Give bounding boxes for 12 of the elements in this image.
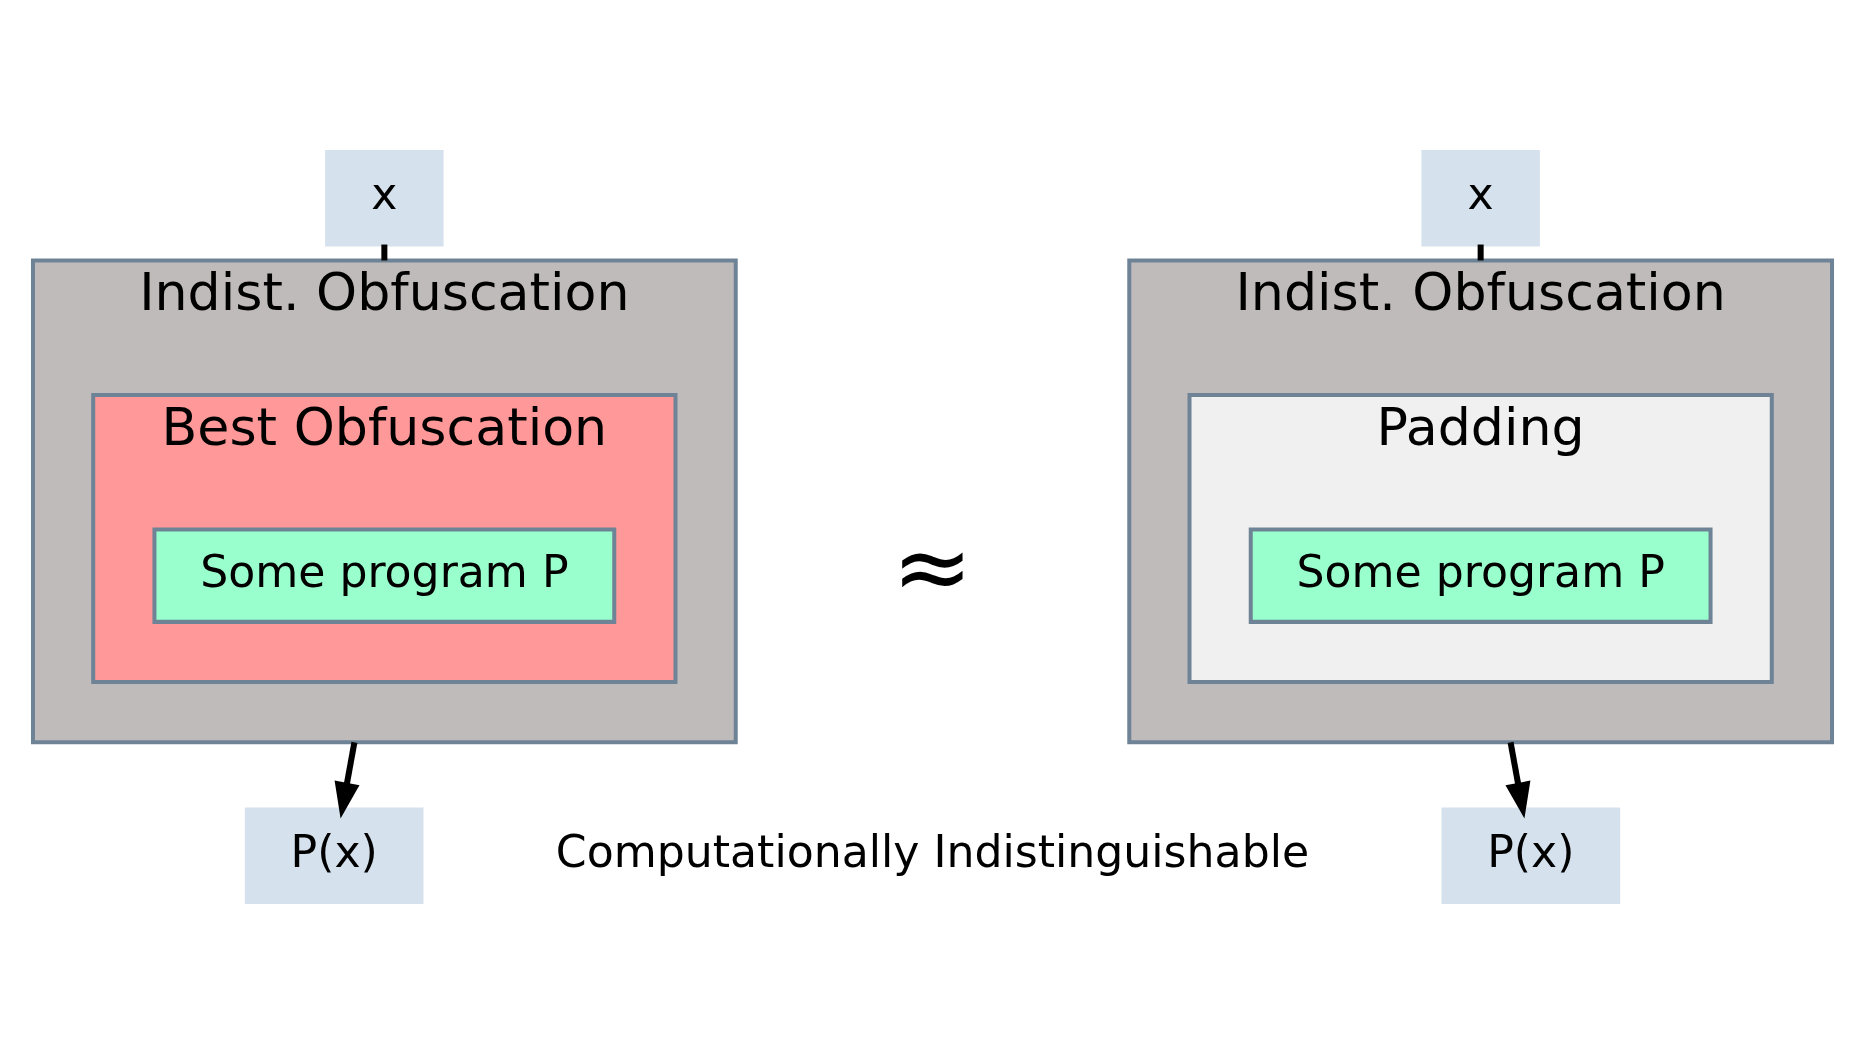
node-box: P(x) — [244, 807, 424, 904]
arrow — [1505, 741, 1531, 818]
label: Computationally Indistinguishable — [555, 825, 1310, 877]
connector — [1477, 244, 1484, 260]
node-box: x — [325, 149, 444, 246]
node-box: x — [1421, 149, 1540, 246]
node-box: Some program P — [152, 527, 617, 624]
node-box: Some program P — [1248, 527, 1713, 624]
connector — [381, 244, 388, 260]
node-box: P(x) — [1441, 807, 1621, 904]
arrow — [334, 741, 360, 818]
label: ≈ — [892, 510, 973, 623]
